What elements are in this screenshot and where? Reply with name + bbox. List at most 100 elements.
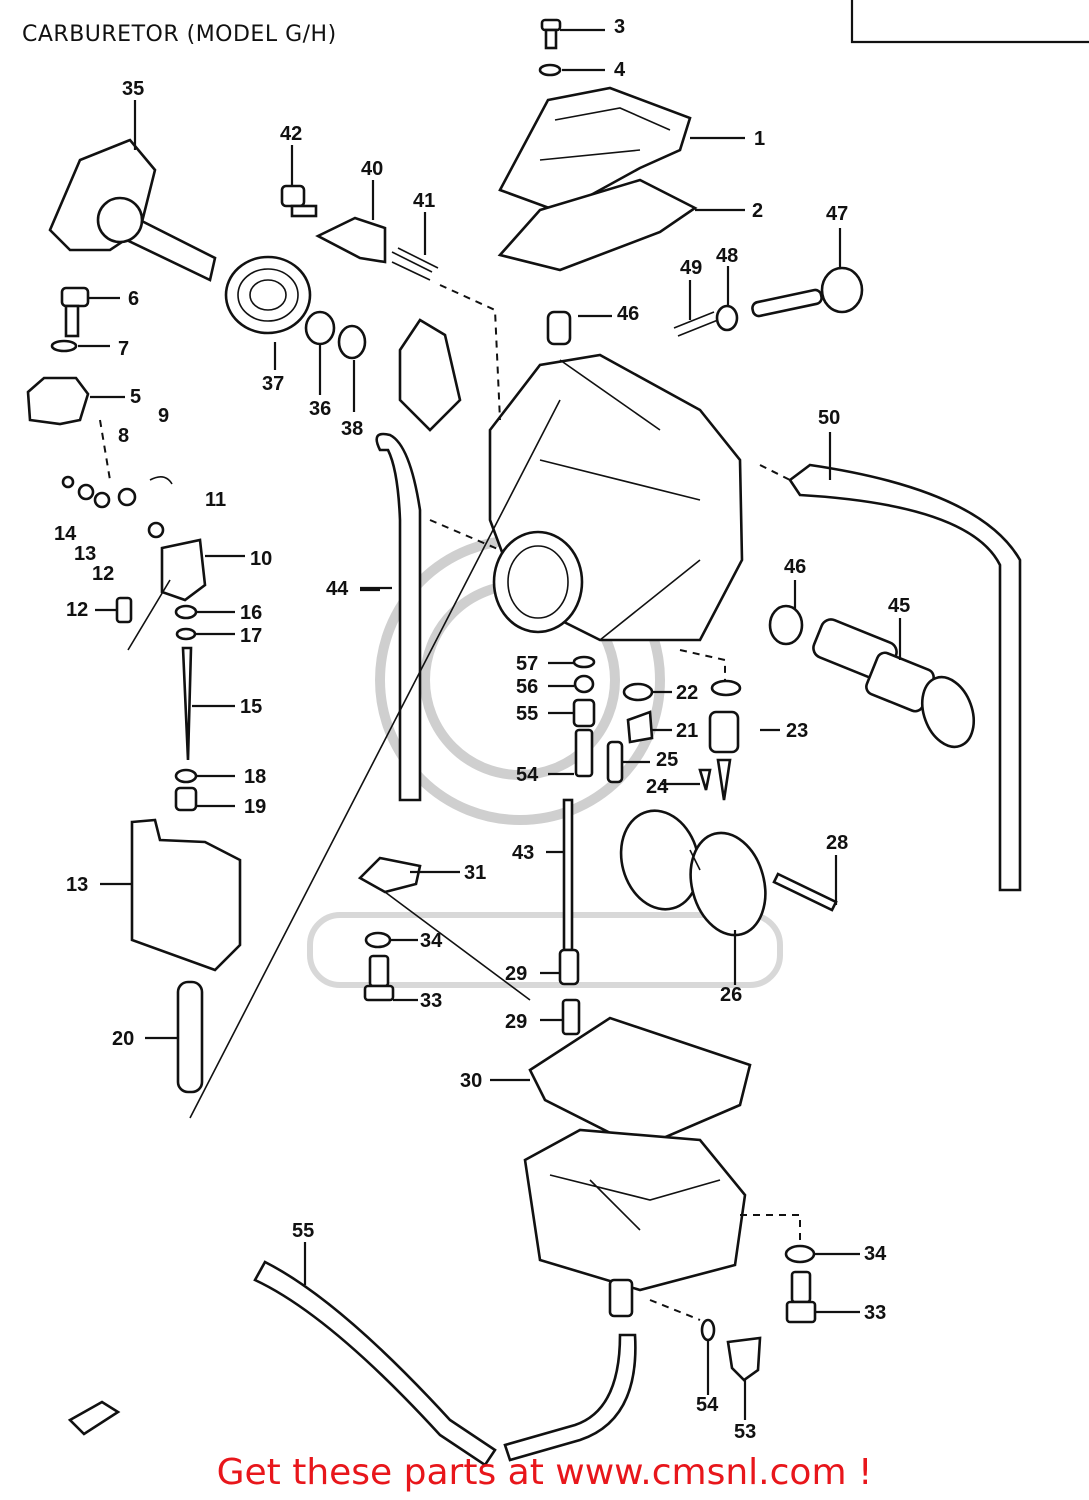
front-arrow-icon [67, 1400, 121, 1436]
callout-label: 14 [54, 523, 77, 545]
callout-label: 29 [505, 1011, 527, 1033]
shaft-washer [337, 324, 367, 360]
return-spring [224, 255, 312, 335]
callout-label: 9 [158, 405, 169, 427]
callout-label: 40 [361, 158, 383, 180]
jet-holder-24 [708, 710, 740, 754]
drain-o-ring [700, 1318, 716, 1342]
callout-label: 56 [516, 676, 538, 698]
callout-label: 33 [864, 1302, 886, 1324]
callout-label: 54 [516, 764, 539, 786]
callout-label: 41 [413, 190, 435, 212]
callout-label: 24 [646, 776, 669, 798]
starter-plunger [812, 618, 975, 749]
callout-label: 2 [752, 200, 763, 222]
callout-label: 43 [512, 842, 534, 864]
pilot-air-screw [546, 310, 572, 346]
callout-label: 21 [676, 720, 698, 742]
callout-label: 53 [734, 1421, 756, 1443]
bolt-washer [50, 339, 78, 353]
callout-label: 7 [118, 338, 129, 360]
callout-label: 50 [818, 407, 840, 429]
throttle-valve [130, 818, 242, 972]
callout-label: 26 [720, 984, 742, 1006]
callout-label: 17 [240, 625, 262, 647]
callout-label: 30 [460, 1070, 482, 1092]
needle-valve-25 [716, 758, 732, 801]
callout-label: 34 [420, 930, 443, 952]
callout-label: 18 [244, 766, 266, 788]
callout-label: 55 [292, 1220, 314, 1242]
callout-label: 5 [130, 386, 141, 408]
callout-label: 38 [341, 418, 363, 440]
callout-label: 49 [680, 257, 702, 279]
shaft-seal [304, 310, 336, 346]
callout-label: 12 [92, 563, 114, 585]
washer-34-upper [364, 931, 392, 949]
jet-22 [626, 710, 654, 744]
carburetor-body [398, 318, 744, 642]
callout-label: 11 [205, 489, 226, 511]
callout-label: 3 [614, 16, 625, 38]
top-cover-gasket [497, 178, 698, 272]
needle-spring [174, 786, 198, 812]
plunger-o-ring [768, 604, 804, 646]
drain-hose-short [503, 1333, 637, 1462]
callout-label: 47 [826, 203, 848, 225]
callout-label: 55 [516, 703, 538, 725]
callout-label: 42 [280, 123, 302, 145]
needle-spacer [174, 768, 198, 784]
callout-label: 1 [754, 128, 765, 150]
callout-label: 31 [464, 862, 486, 884]
float-bowl-gasket [528, 1016, 752, 1150]
washer-53 [573, 674, 595, 694]
throttle-stop-screw [280, 184, 318, 218]
callout-label: 54 [696, 1394, 719, 1416]
bolt-33-lower [785, 1270, 817, 1324]
o-ring-24 [710, 679, 742, 697]
cable-holder-bolt [60, 286, 90, 338]
callout-label: 8 [118, 425, 129, 447]
jet-needle [181, 646, 193, 761]
callout-label: 13 [66, 874, 88, 896]
callout-label: 46 [617, 303, 639, 325]
throttle-adjust-screw [751, 266, 864, 318]
leader-lines [78, 28, 902, 1420]
plate-screw-set [61, 475, 173, 539]
drain-hose [253, 1260, 497, 1467]
callout-label: 33 [420, 990, 442, 1012]
callout-label: 57 [516, 653, 538, 675]
drain-screw [726, 1336, 762, 1382]
callout-label: 25 [656, 749, 678, 771]
idle-spring [391, 247, 439, 281]
callout-label: 4 [614, 59, 626, 81]
callout-label: 15 [240, 696, 262, 718]
callout-labels: 3 4 1 2 35 42 40 41 47 49 48 46 6 7 5 37… [54, 16, 910, 1443]
callout-label: 44 [326, 578, 349, 600]
page-corner-frame [850, 0, 1089, 44]
plate-screw [115, 596, 133, 624]
promo-banner[interactable]: Get these parts at www.cmsnl.com ! [216, 1452, 873, 1493]
bolt-33-upper [363, 954, 395, 1002]
callout-label: 19 [244, 796, 266, 818]
needle-jet-51 [574, 728, 594, 778]
callout-label: 37 [262, 373, 284, 395]
cable-clamp [26, 376, 90, 426]
callout-label: 12 [66, 599, 88, 621]
valve-clip-25 [698, 768, 712, 791]
float-bowl [523, 1128, 747, 1318]
callout-label: 23 [786, 720, 808, 742]
jet-26 [606, 740, 624, 784]
callout-label: 45 [888, 595, 910, 617]
jet-30 [561, 998, 581, 1036]
cover-screw [540, 18, 562, 50]
callout-label: 35 [122, 78, 144, 100]
needle-jet [176, 980, 204, 1094]
callout-label: 28 [826, 832, 848, 854]
callout-label: 20 [112, 1028, 134, 1050]
callout-label: 46 [784, 556, 806, 578]
needle-clip [174, 604, 198, 620]
callout-label: 16 [240, 602, 262, 624]
float [619, 809, 767, 937]
